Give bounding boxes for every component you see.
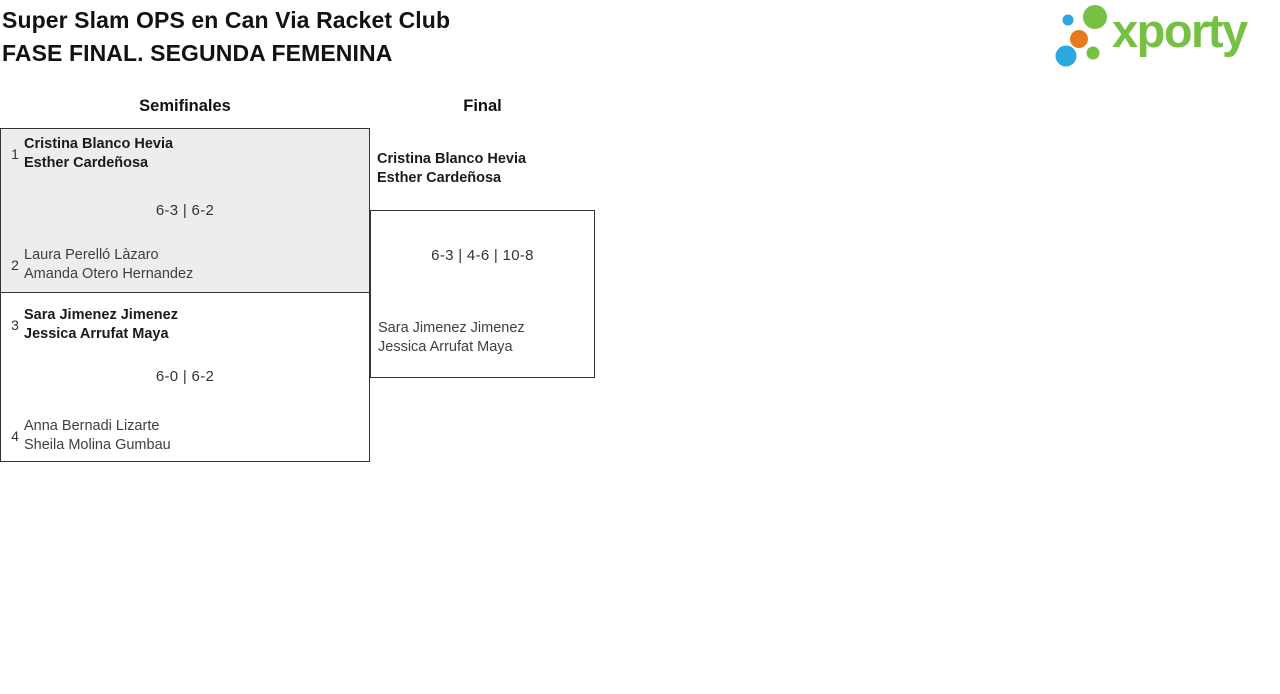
xporty-logo[interactable]: xporty (1048, 2, 1276, 72)
player-name: Sara Jimenez Jimenez (24, 307, 178, 323)
player-name: Laura Perelló Làzaro (24, 247, 159, 263)
player-name: Cristina Blanco Hevia (377, 151, 527, 167)
xporty-dots-icon (1055, 5, 1107, 67)
match-score: 6-3 | 4-6 | 10-8 (431, 247, 534, 264)
round-header-semifinales: Semifinales (139, 97, 231, 115)
seed-number: 4 (11, 428, 19, 444)
match-box-final: 6-3 | 4-6 | 10-8 Sara Jimenez Jimenez Je… (370, 210, 595, 378)
player-name: Sara Jimenez Jimenez (378, 320, 525, 336)
player-name: Cristina Blanco Hevia (24, 136, 174, 152)
team-entry: 4 Anna Bernadi Lizarte Sheila Molina Gum… (6, 417, 365, 455)
team-names: Cristina Blanco Hevia Esther Cardeñosa (24, 135, 173, 173)
team-names: Sara Jimenez Jimenez Jessica Arrufat May… (24, 306, 178, 344)
match-score: 6-0 | 6-2 (155, 368, 215, 385)
category-subtitle: FASE FINAL. SEGUNDA FEMENINA (2, 40, 393, 66)
player-name: Anna Bernadi Lizarte (24, 418, 160, 434)
match-score: 6-3 | 6-2 (155, 202, 215, 219)
page-title: Super Slam OPS en Can Via Racket Club FA… (2, 4, 450, 70)
finalist-team-2: Sara Jimenez Jimenez Jessica Arrufat May… (378, 319, 525, 357)
finalist-team-1: Cristina Blanco Hevia Esther Cardeñosa (377, 150, 526, 188)
team-entry: 3 Sara Jimenez Jimenez Jessica Arrufat M… (6, 306, 365, 344)
team-names: Anna Bernadi Lizarte Sheila Molina Gumba… (24, 417, 171, 455)
seed-number: 3 (11, 317, 19, 333)
player-name: Jessica Arrufat Maya (378, 339, 513, 355)
player-name: Amanda Otero Hernandez (24, 266, 194, 282)
team-entry: 1 Cristina Blanco Hevia Esther Cardeñosa (6, 135, 365, 173)
match-box-semifinal-1: 1 Cristina Blanco Hevia Esther Cardeñosa… (0, 128, 370, 294)
team-names: Laura Perelló Làzaro Amanda Otero Hernan… (24, 246, 193, 284)
match-box-semifinal-2: 3 Sara Jimenez Jimenez Jessica Arrufat M… (0, 292, 370, 462)
team-entry: 2 Laura Perelló Làzaro Amanda Otero Hern… (6, 246, 365, 284)
xporty-logo-text: xporty (1112, 4, 1248, 57)
player-name: Esther Cardeñosa (24, 155, 149, 171)
round-header-final: Final (463, 97, 502, 115)
player-name: Sheila Molina Gumbau (24, 437, 171, 453)
tournament-title: Super Slam OPS en Can Via Racket Club (2, 7, 451, 33)
seed-number: 1 (11, 146, 19, 162)
seed-number: 2 (11, 257, 19, 273)
player-name: Jessica Arrufat Maya (24, 326, 169, 342)
player-name: Esther Cardeñosa (377, 170, 502, 186)
